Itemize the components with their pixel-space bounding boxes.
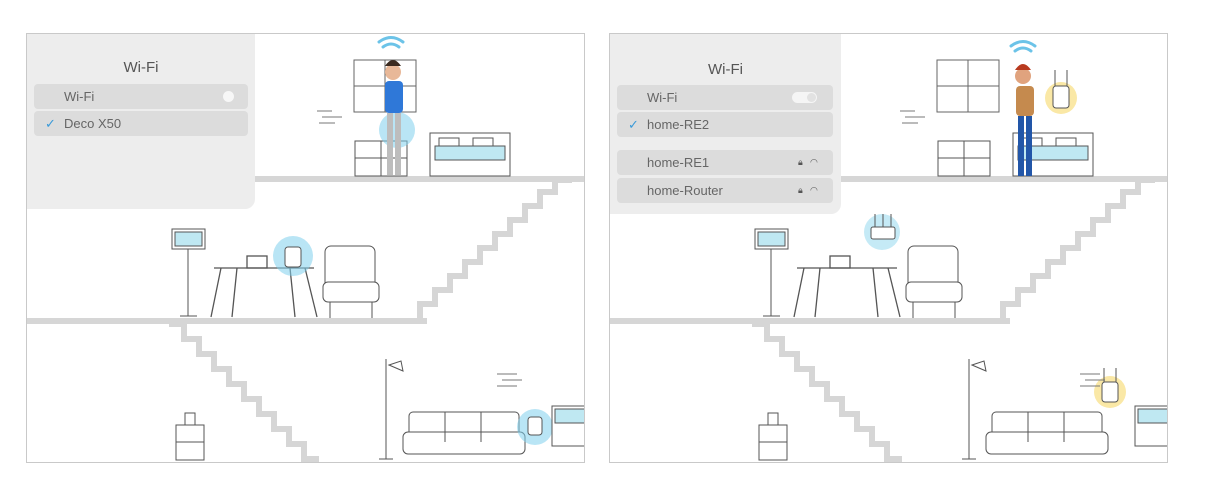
wifi-toggle-row[interactable]: Wi-Fi [34, 84, 248, 109]
network-name: home-Router [647, 183, 723, 198]
house-illustration [27, 36, 584, 462]
connected-network-row[interactable]: ✓ home-RE2 [617, 112, 833, 137]
connected-network-name: Deco X50 [64, 116, 122, 131]
person-with-phone [385, 60, 403, 175]
house-illustration [610, 40, 1167, 462]
connected-network-name: home-RE2 [647, 117, 710, 132]
network-name: home-RE1 [647, 155, 710, 170]
wifi-toggle[interactable] [792, 92, 817, 103]
network-row-home-router[interactable]: home-Router 🔒︎ ◠ [617, 178, 833, 203]
connected-network-row[interactable]: ✓ Deco X50 [34, 111, 248, 136]
wifi-icon: ◠ [810, 157, 820, 167]
mesh-scene-panel: ◠ Wi-Fi Wi-Fi ✓ Deco X50 [26, 33, 585, 463]
wifi-settings-title: Wi-Fi [708, 61, 743, 78]
extender-scene-panel: Wi-Fi Wi-Fi ✓ home-RE2 home-RE1 🔒︎ ◠ hom… [609, 33, 1168, 463]
network-row-home-re1[interactable]: home-RE1 🔒︎ ◠ [617, 150, 833, 175]
checkmark-icon: ✓ [45, 116, 56, 131]
wifi-icon: ◠ [810, 185, 820, 195]
wifi-settings-card: Wi-Fi Wi-Fi ✓ Deco X50 [27, 34, 255, 209]
wifi-settings-title: Wi-Fi [123, 59, 159, 76]
wifi-toggle-label: Wi-Fi [647, 90, 678, 105]
lock-icon: 🔒︎ [798, 185, 805, 195]
wifi-toggle-label: Wi-Fi [64, 89, 95, 104]
wifi-toggle-row[interactable]: Wi-Fi [617, 85, 833, 110]
checkmark-icon: ✓ [628, 117, 639, 132]
lock-icon: 🔒︎ [798, 157, 805, 167]
wifi-settings-card: Wi-Fi Wi-Fi ✓ home-RE2 home-RE1 🔒︎ ◠ hom… [610, 34, 841, 214]
wifi-toggle[interactable] [223, 91, 234, 102]
